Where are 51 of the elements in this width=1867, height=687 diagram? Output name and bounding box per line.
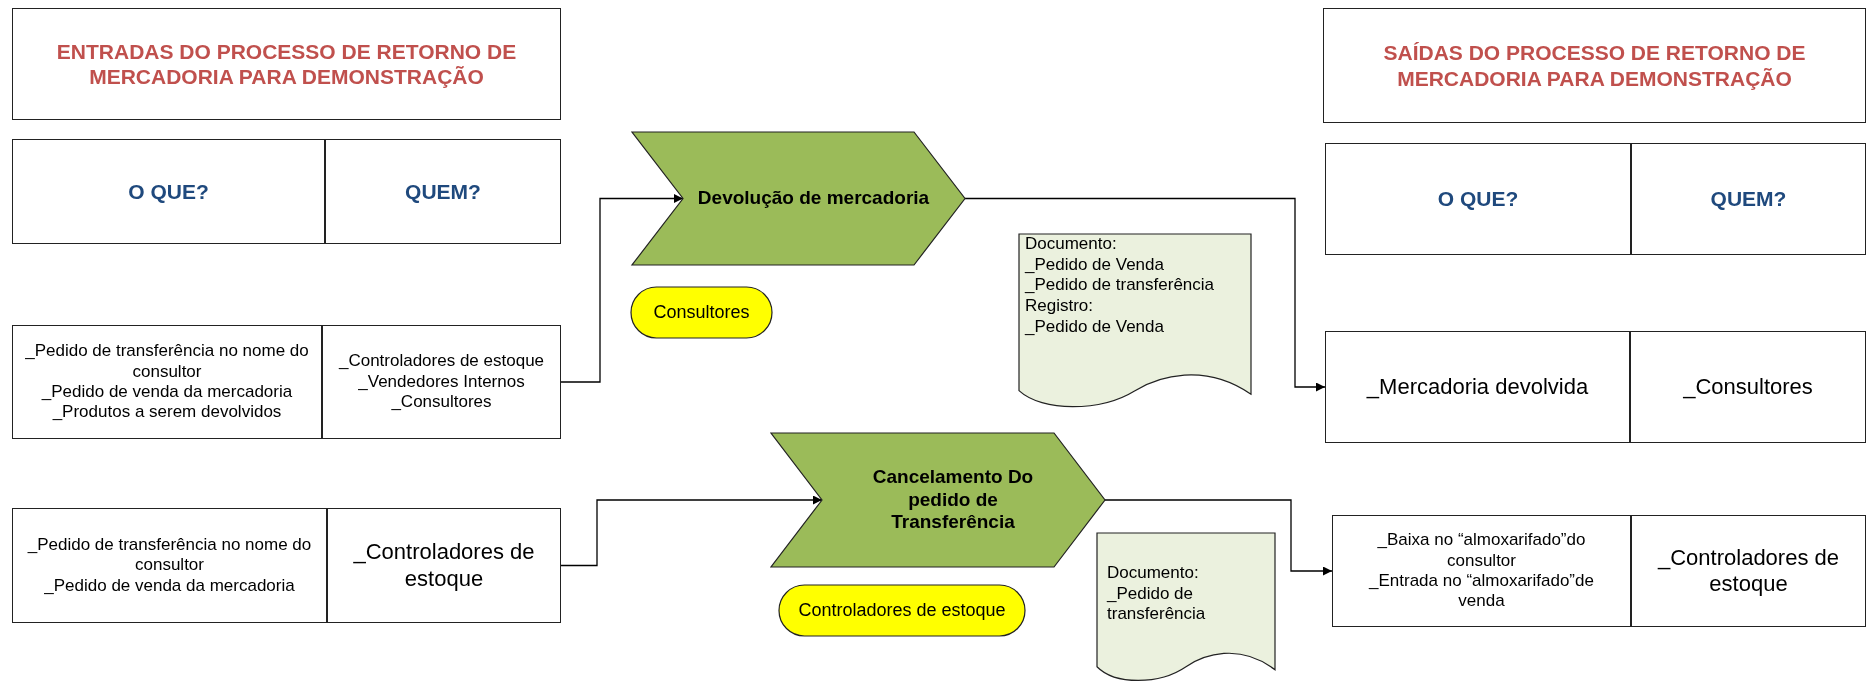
- header-cell: [12, 139, 325, 244]
- cell-text: _Consultores: [391, 392, 492, 413]
- document-text: Documento:: [1025, 234, 1117, 255]
- cell-text: _Pedido de transferência no nome do consultor: [24, 341, 310, 382]
- table-cell: [12, 508, 327, 623]
- connector-arrow: [964, 197, 1326, 392]
- document-text: _Pedido de Venda: [1025, 316, 1164, 338]
- header-text: QUEM?: [1710, 186, 1787, 212]
- cell-text: _Pedido de transferência no nome do consultor: [26, 534, 313, 576]
- cell-text: _Controladores de estoque: [338, 351, 545, 372]
- header-cell: [325, 139, 561, 244]
- table-cell: [322, 325, 561, 439]
- document-text: Registro:: [1025, 296, 1094, 317]
- cell-text: _Baixa no “almoxarifado”do consultor: [1376, 530, 1587, 571]
- title-box: [12, 8, 561, 120]
- role-pill: [631, 287, 772, 338]
- header-text: O QUE?: [1437, 186, 1519, 212]
- title-text: ENTRADAS DO PROCESSO DE RETORNO DE MERCADORIA PARA DEMONSTRAÇÃO: [55, 38, 518, 90]
- cell-text: _Controladores de estoque: [352, 539, 536, 592]
- document-text: _Pedido de transferência: [1025, 275, 1215, 297]
- role-pill: [779, 585, 1025, 636]
- cell-text: _Pedido de venda da mercadoria: [44, 575, 295, 597]
- title-text: SAÍDAS DO PROCESSO DE RETORNO DE MERCADORIA PARA DEMONSTRAÇÃO: [1382, 40, 1807, 91]
- process-chevron: [632, 132, 965, 265]
- header-cell: [1631, 143, 1866, 255]
- process-chevron: [771, 433, 1105, 567]
- title-box: [1323, 8, 1866, 123]
- process-label: Cancelamento Do pedido de Transferência: [871, 465, 1035, 535]
- table-cell: [1630, 331, 1866, 443]
- role-label: Controladores de estoque: [798, 599, 1006, 622]
- document-text: _Pedido de transferência: [1107, 583, 1207, 626]
- table-cell: [1631, 515, 1866, 627]
- cell-text: _Pedido de venda da mercadoria: [41, 382, 293, 403]
- header-cell: [1325, 143, 1631, 255]
- role-label: Consultores: [653, 301, 750, 324]
- header-text: QUEM?: [405, 178, 481, 205]
- table-cell: [1332, 515, 1631, 627]
- connector-arrow: [1104, 499, 1333, 576]
- process-label: Devolução de mercadoria: [696, 187, 930, 210]
- document-text: Documento:: [1107, 563, 1199, 584]
- cell-text: _Consultores: [1683, 373, 1813, 401]
- cell-text: _Entrada no “almoxarifado”de venda: [1367, 571, 1595, 612]
- header-text: O QUE?: [128, 178, 209, 205]
- cell-text: _Vendedores Internos: [358, 371, 525, 393]
- table-cell: [1325, 331, 1630, 443]
- table-cell: [327, 508, 561, 623]
- document-text: _Pedido de Venda: [1025, 254, 1164, 276]
- cell-text: _Controladores de estoque: [1656, 544, 1840, 598]
- cell-text: _Produtos a serem devolvidos: [52, 402, 282, 423]
- table-cell: [12, 325, 322, 439]
- cell-text: _Mercadoria devolvida: [1366, 373, 1589, 401]
